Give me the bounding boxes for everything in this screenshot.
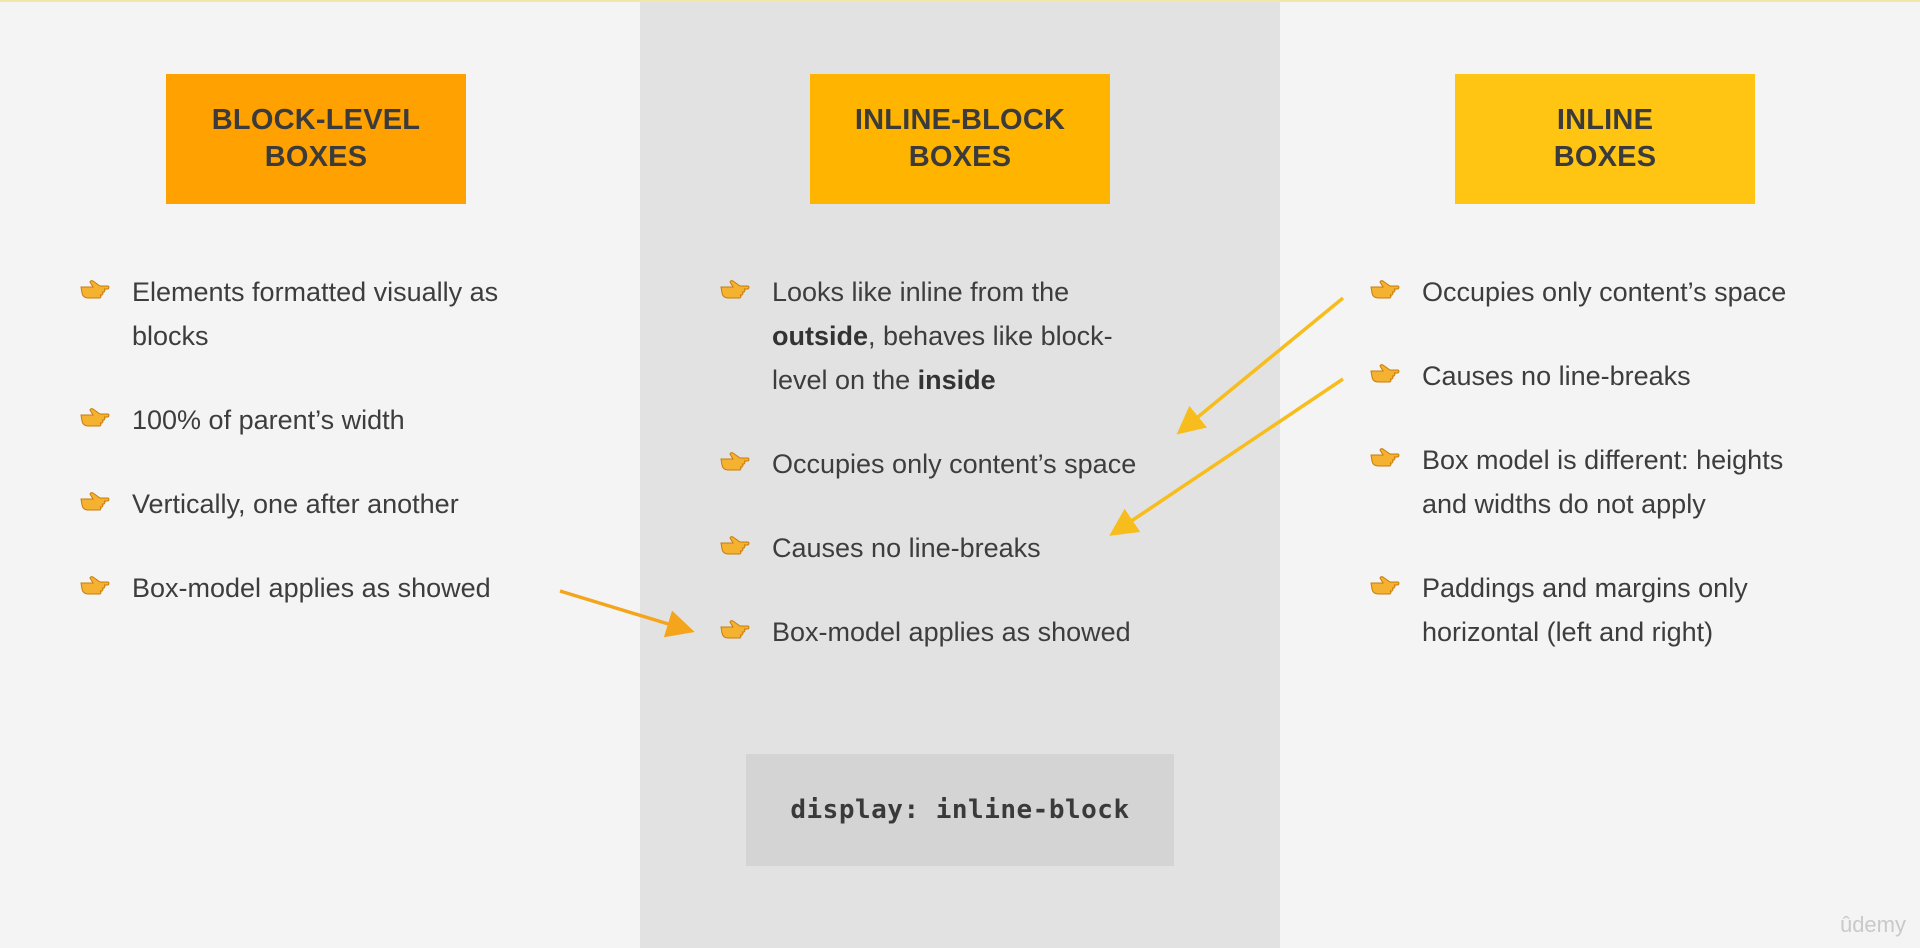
- list-item: Looks like inline from the outside, beha…: [720, 270, 1113, 402]
- item-text: 100% of parent’s width: [132, 405, 405, 435]
- item-text: Occupies only content’s space: [772, 449, 1137, 479]
- list-item: 100% of parent’s width: [80, 398, 405, 442]
- pointing-hand-icon: [720, 536, 750, 555]
- item-text: Box-model applies as showed: [132, 573, 491, 603]
- title-line: BLOCK-LEVEL: [211, 104, 421, 136]
- list-item: Paddings and margins only horizontal (le…: [1370, 566, 1748, 654]
- column-inline-block: INLINE-BLOCK BOXES Looks like inline fro…: [640, 2, 1280, 948]
- item-text: level on the: [772, 365, 918, 395]
- title-line: BOXES: [908, 141, 1012, 173]
- item-text: horizontal (left and right): [1422, 617, 1714, 647]
- item-text: Causes no line-breaks: [772, 533, 1041, 563]
- column-inline: INLINE BOXES Occupies only content’s spa…: [1280, 2, 1920, 948]
- pointing-hand-icon: [1370, 448, 1400, 467]
- column-block-level: BLOCK-LEVEL BOXES Elements formatted vis…: [0, 2, 640, 948]
- pointing-hand-icon: [1370, 364, 1400, 383]
- title-inline-block: INLINE-BLOCK BOXES: [810, 74, 1110, 204]
- title-inline: INLINE BOXES: [1455, 74, 1755, 204]
- title-block-level: BLOCK-LEVEL BOXES: [166, 74, 466, 204]
- list-item: Occupies only content’s space: [1370, 270, 1787, 314]
- list-item: Causes no line-breaks: [1370, 354, 1691, 398]
- item-text: Paddings and margins only: [1422, 573, 1748, 603]
- title-line: BOXES: [264, 141, 368, 173]
- item-text: Box-model applies as showed: [772, 617, 1131, 647]
- bold-word: inside: [917, 365, 996, 395]
- code-snippet: display: inline-block: [746, 754, 1174, 866]
- pointing-hand-icon: [1370, 280, 1400, 299]
- pointing-hand-icon: [720, 620, 750, 639]
- list-item: Box-model applies as showed: [80, 566, 491, 610]
- title-line: BOXES: [1553, 141, 1657, 173]
- item-text-line: level on the inside: [772, 358, 1113, 402]
- udemy-watermark: ûdemy: [1839, 912, 1906, 937]
- item-text-line: outside, behaves like block-: [772, 314, 1113, 358]
- item-text: blocks: [132, 321, 209, 351]
- pointing-hand-icon: [720, 452, 750, 471]
- list-item: Vertically, one after another: [80, 482, 459, 526]
- list-item: Box model is different: heights and widt…: [1370, 438, 1784, 526]
- title-line: INLINE-BLOCK: [854, 104, 1066, 136]
- item-text: Occupies only content’s space: [1422, 277, 1787, 307]
- item-text: Box model is different: heights: [1422, 445, 1784, 475]
- list-item: Elements formatted visually as blocks: [80, 270, 499, 358]
- pointing-hand-icon: [80, 492, 110, 511]
- item-text: and widths do not apply: [1422, 489, 1706, 519]
- bold-word: outside: [772, 321, 869, 351]
- item-text: Causes no line-breaks: [1422, 361, 1691, 391]
- title-line: INLINE: [1556, 104, 1654, 136]
- pointing-hand-icon: [80, 576, 110, 595]
- item-text: Elements formatted visually as: [132, 277, 499, 307]
- list-item: Causes no line-breaks: [720, 526, 1041, 570]
- list-item: Occupies only content’s space: [720, 442, 1137, 486]
- list-item: Box-model applies as showed: [720, 610, 1131, 654]
- pointing-hand-icon: [80, 280, 110, 299]
- item-text: , behaves like block-: [868, 321, 1113, 351]
- pointing-hand-icon: [1370, 576, 1400, 595]
- pointing-hand-icon: [80, 408, 110, 427]
- pointing-hand-icon: [720, 280, 750, 299]
- item-text: Vertically, one after another: [132, 489, 459, 519]
- item-text: Looks like inline from the: [772, 277, 1070, 307]
